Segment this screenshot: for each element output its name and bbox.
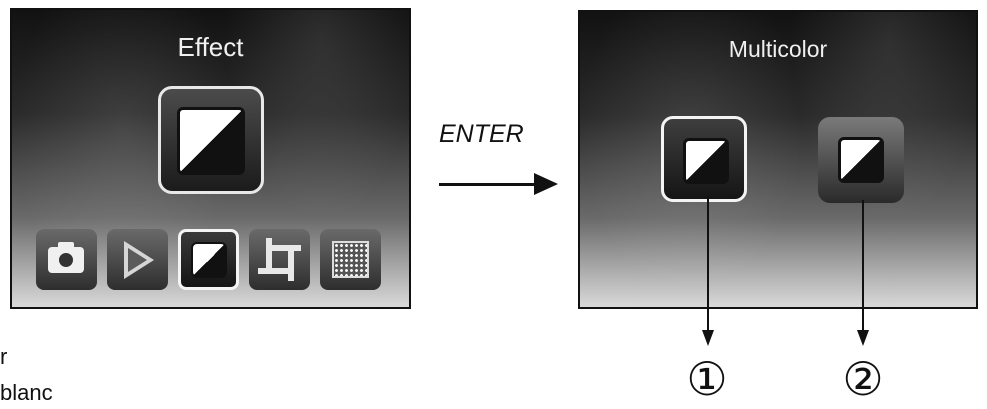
half-tone-glyph (177, 107, 245, 175)
multicolor-option-2-icon[interactable] (818, 117, 904, 203)
callout-pointer-2 (862, 200, 864, 336)
half-tone-glyph (838, 137, 884, 183)
camera-bump (58, 242, 74, 249)
side-text-line-1: r (0, 344, 8, 369)
arrow-right-icon (534, 173, 558, 195)
crop-stroke (266, 238, 272, 274)
effect-toolbar (36, 229, 381, 293)
half-tone-glyph (683, 138, 729, 184)
mosaic-pattern (332, 241, 369, 278)
multicolor-effect-icon[interactable] (178, 229, 239, 290)
crop-stroke (288, 245, 294, 281)
enter-label: ENTER (439, 120, 524, 148)
callout-pointer-1 (707, 196, 709, 336)
crop-stroke (266, 245, 301, 251)
multicolor-screen: Multicolor (578, 10, 978, 309)
effect-screen: Effect (10, 8, 411, 309)
camera-lens (59, 253, 73, 267)
play-icon[interactable] (107, 229, 168, 290)
crop-icon[interactable] (249, 229, 310, 290)
selected-effect-icon (158, 86, 264, 194)
multicolor-option-1-icon[interactable] (661, 116, 747, 202)
arrow-down-icon (857, 330, 869, 346)
mosaic-icon[interactable] (320, 229, 381, 290)
camera-icon[interactable] (36, 229, 97, 290)
callout-number-2: ② (842, 353, 884, 405)
arrow-down-icon (702, 330, 714, 346)
half-tone-glyph (191, 242, 227, 278)
side-text-line-2: blanc (0, 380, 53, 405)
callout-number-1: ① (686, 353, 728, 405)
play-triangle-inner (128, 248, 147, 272)
transition-arrow (439, 183, 539, 186)
effect-title: Effect (177, 32, 244, 62)
multicolor-title: Multicolor (728, 36, 828, 62)
crop-stroke (258, 268, 294, 274)
